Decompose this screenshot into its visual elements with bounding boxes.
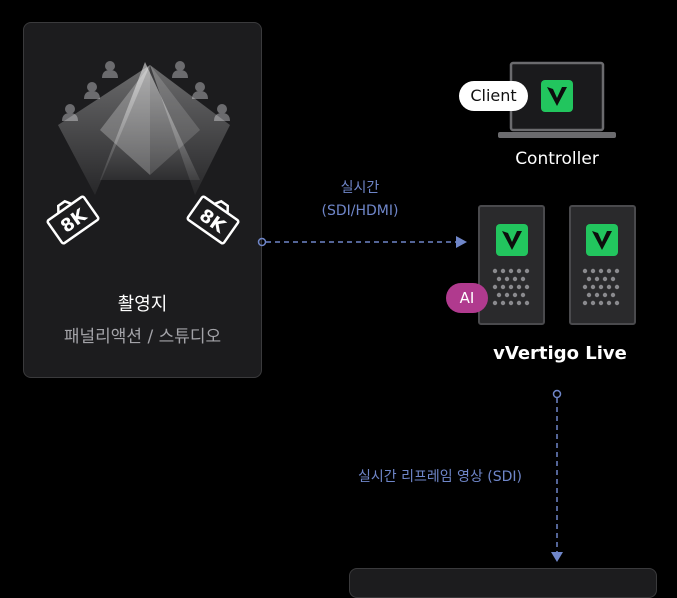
client-badge: Client — [459, 81, 528, 111]
vvertigo-logo-icon — [541, 80, 573, 112]
audience-icon — [62, 61, 230, 121]
reframe-label: 실시간 리프레임 영상 (SDI) — [358, 469, 522, 485]
server-icon — [478, 205, 545, 325]
flow-diagram: 8K 8K — [46, 61, 636, 562]
server-vents — [582, 268, 620, 306]
controller-label: Controller — [515, 149, 599, 169]
realtime-sub-label: (SDI/HDMI) — [321, 203, 399, 219]
stage-title: 촬영지 — [117, 294, 168, 315]
camera-8k-icon: 8K — [186, 195, 240, 245]
camera-view-cones — [58, 62, 230, 195]
vvertigo-logo-icon — [586, 224, 618, 256]
server-vents — [492, 268, 530, 306]
vvertigo-live-label: vVertigo Live — [493, 343, 627, 364]
ai-badge: AI — [446, 283, 488, 313]
vvertigo-logo-icon — [496, 224, 528, 256]
server-icon — [569, 205, 636, 325]
realtime-link-arrow — [257, 236, 467, 248]
camera-8k-icon: 8K — [46, 195, 100, 245]
output-box — [349, 568, 657, 598]
realtime-label: 실시간 — [340, 180, 380, 196]
stage-subtitle: 패널리액션 / 스튜디오 — [63, 327, 222, 347]
reframe-link-arrow — [551, 389, 563, 562]
